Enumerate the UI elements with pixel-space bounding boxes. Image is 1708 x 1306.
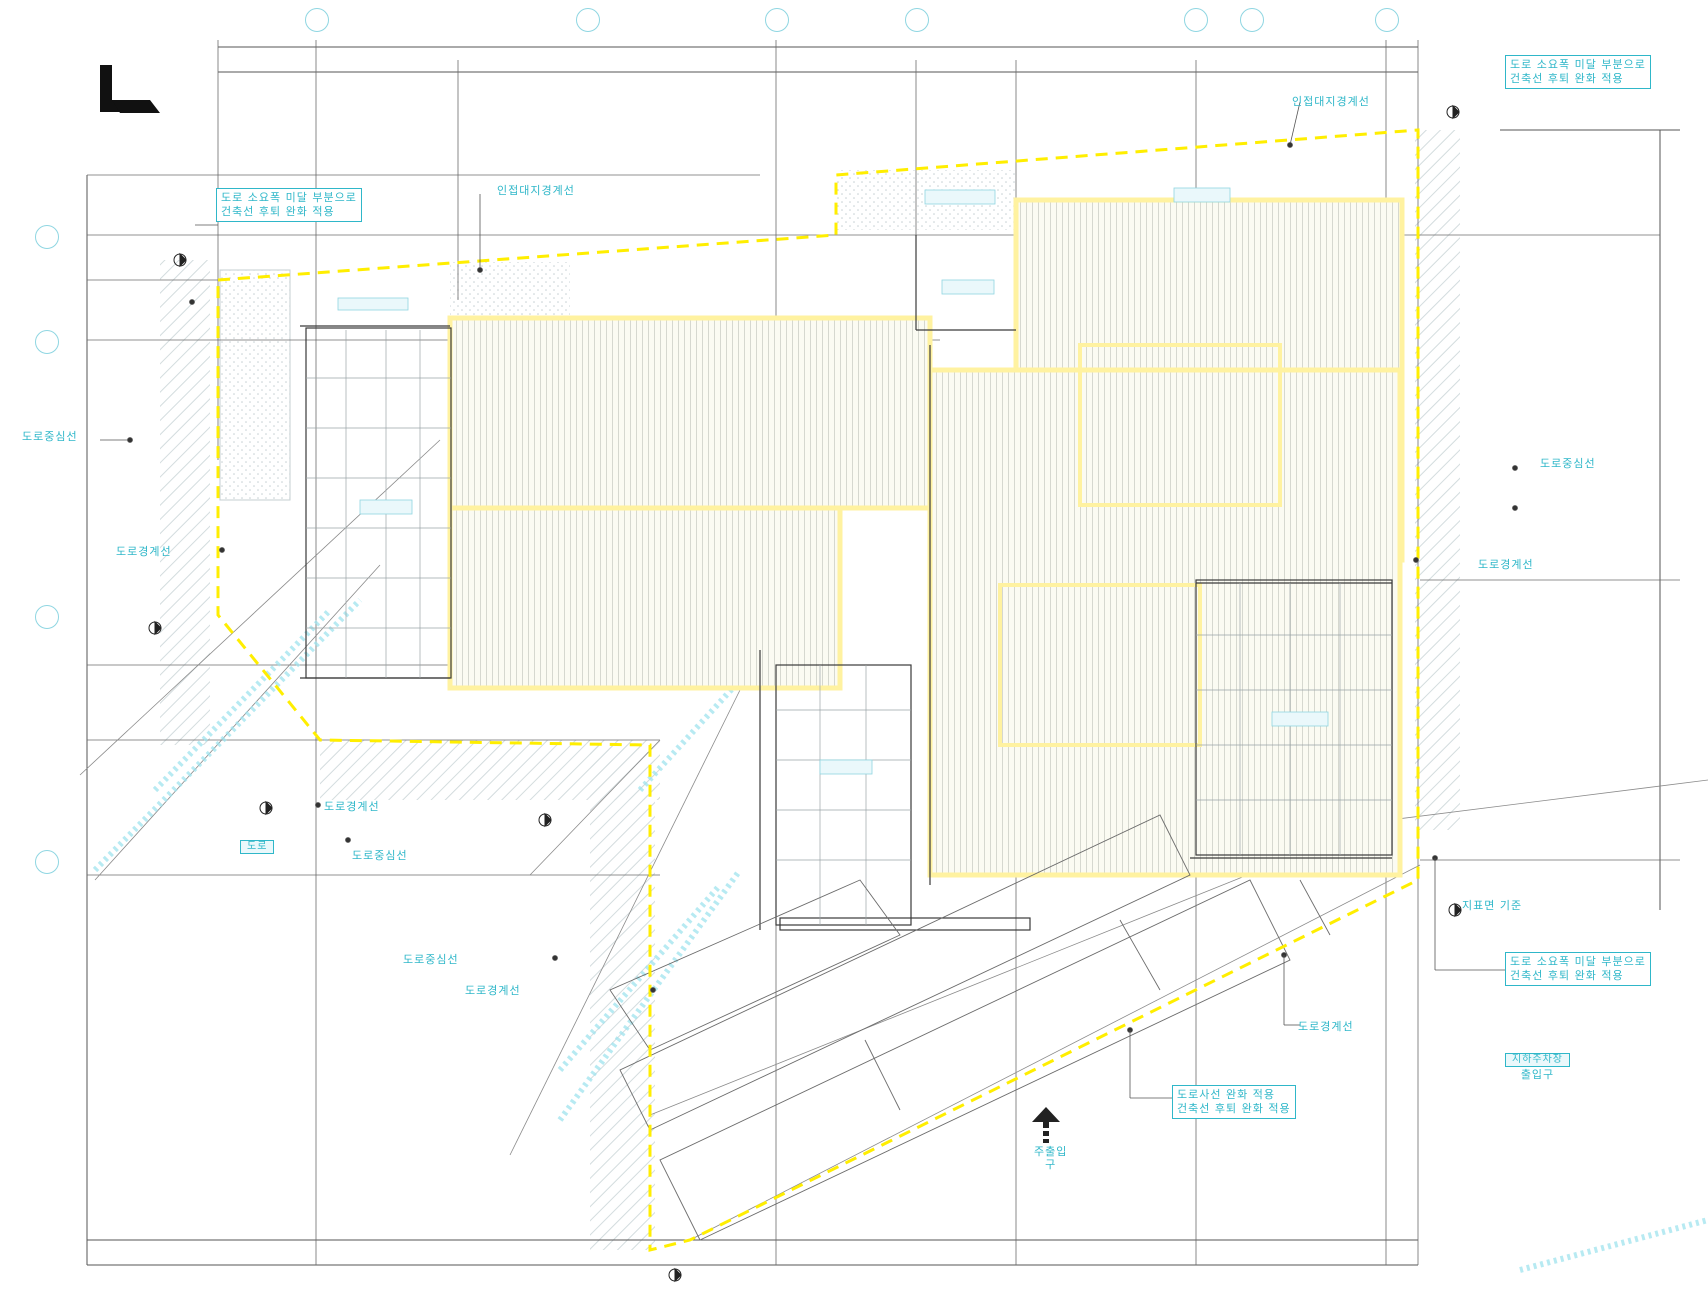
grid-bubble-top: [576, 8, 600, 32]
grid-bubble-top: [1184, 8, 1208, 32]
building-decks: [447, 197, 1405, 878]
label-road-center-left: 도로중심선: [22, 430, 78, 443]
grid-bubble-left: [35, 225, 59, 249]
interior-grids: [306, 330, 1392, 925]
label-entrance: 주출입 구: [1034, 1145, 1067, 1171]
road-center-bands: [92, 597, 1708, 1273]
label-boundary-top-left: 인접대지경계선: [497, 184, 575, 197]
parking-stalls: [609, 814, 1331, 1241]
level-marker-icons: [148, 104, 1462, 1283]
dimension-tags: [337, 187, 1329, 775]
grid-bubble-top: [905, 8, 929, 32]
label-road-center-bottom: 도로중심선: [352, 849, 408, 862]
note-top-right-line2: 건축선 후퇴 완화 적용: [1510, 72, 1624, 85]
note-bottom-right: 도로 소요폭 미달 부분으로 건축선 후퇴 완화 적용: [1505, 952, 1651, 986]
note-top-left-line2: 건축선 후퇴 완화 적용: [221, 205, 335, 218]
grid-bubble-left: [35, 330, 59, 354]
label-boundary-top-right: 인접대지경계선: [1292, 95, 1370, 108]
note-bottom-center-line1: 도로사선 완화 적용: [1177, 1088, 1275, 1101]
label-road-center-right: 도로중심선: [1540, 457, 1596, 470]
label-entrance-line2: 구: [1045, 1158, 1057, 1171]
note-top-left: 도로 소요폭 미달 부분으로 건축선 후퇴 완화 적용: [216, 188, 362, 222]
tag-parking: 지하주차장: [1505, 1053, 1570, 1067]
tag-left-road: 도로: [240, 840, 275, 854]
label-parking-sub: 출입구: [1520, 1068, 1555, 1081]
grid-bubble-left: [35, 850, 59, 874]
label-road-boundary-bottom: 도로경계선: [1298, 1020, 1354, 1033]
grid-bubble-top: [305, 8, 329, 32]
label-site-level: 지표면 기준: [1462, 899, 1523, 912]
label-road-line-lower: 도로경계선: [465, 984, 521, 997]
label-road-boundary-right: 도로경계선: [1478, 558, 1534, 571]
note-top-right-line1: 도로 소요폭 미달 부분으로: [1510, 58, 1646, 71]
grid-bubble-left: [35, 605, 59, 629]
grid-bubble-top: [1375, 8, 1399, 32]
grid-bubble-top: [1240, 8, 1264, 32]
label-entrance-line1: 주출입: [1034, 1145, 1068, 1158]
building-walls: [300, 235, 1393, 931]
north-arrow-icon: [100, 65, 160, 113]
road-hatch-areas: [160, 130, 1460, 1250]
label-road-boundary-bottom-left: 도로경계선: [324, 800, 380, 813]
road-diagonal-lines: [79, 439, 1708, 1241]
note-bottom-center-line2: 건축선 후퇴 완화 적용: [1177, 1102, 1291, 1115]
note-bottom-center: 도로사선 완화 적용 건축선 후퇴 완화 적용: [1172, 1085, 1296, 1119]
note-top-right: 도로 소요폭 미달 부분으로 건축선 후퇴 완화 적용: [1505, 55, 1651, 89]
label-parking-entrance: 지하주차장 출입구: [1505, 1053, 1570, 1083]
grid-bubble-top: [765, 8, 789, 32]
entrance-arrow-icon: [1032, 1107, 1060, 1143]
note-bottom-right-line1: 도로 소요폭 미달 부분으로: [1510, 955, 1646, 968]
label-road-center-lower: 도로중심선: [403, 953, 459, 966]
leader-lines: [100, 101, 1518, 1099]
note-bottom-right-line2: 건축선 후퇴 완화 적용: [1510, 969, 1624, 982]
label-road-boundary-left: 도로경계선: [116, 545, 172, 558]
site-boundary: [216, 128, 1420, 1252]
note-top-left-line1: 도로 소요폭 미달 부분으로: [221, 191, 357, 204]
